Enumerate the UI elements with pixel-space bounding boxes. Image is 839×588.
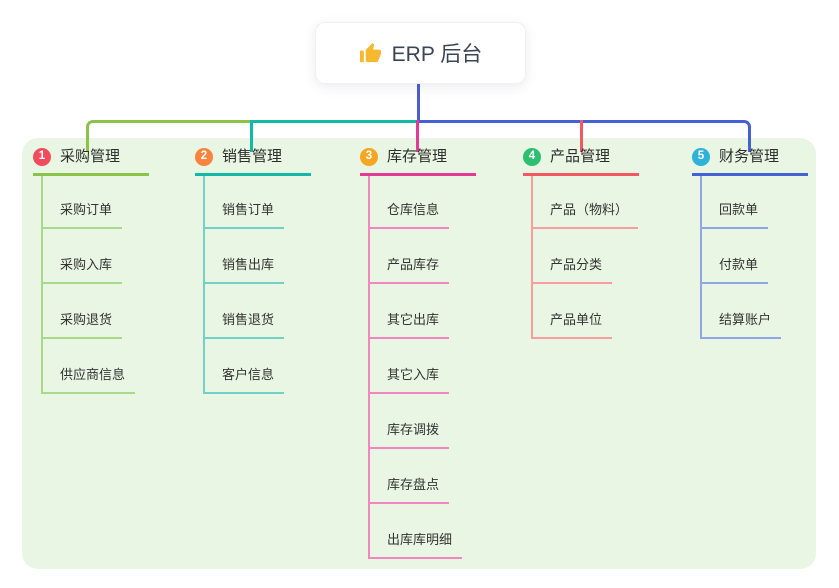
connector-root-stem xyxy=(417,82,420,123)
child-node[interactable]: 其它出库 xyxy=(370,284,450,339)
child-node[interactable]: 采购退货 xyxy=(43,284,123,339)
branch-column: 5 财务管理 回款单付款单结算账户 xyxy=(692,146,839,339)
branch-number-badge: 1 xyxy=(33,147,51,166)
branch-column: 1 采购管理 采购订单采购入库采购退货供应商信息 xyxy=(33,146,183,394)
child-node[interactable]: 采购入库 xyxy=(43,229,123,284)
child-node[interactable]: 客户信息 xyxy=(205,339,285,394)
child-node[interactable]: 产品库存 xyxy=(370,229,450,284)
branch-label: 销售管理 xyxy=(222,148,283,165)
mindmap-background-panel xyxy=(22,138,816,569)
connector-drop-sales xyxy=(250,120,253,152)
child-node[interactable]: 销售出库 xyxy=(205,229,285,284)
branch-node[interactable]: 3 库存管理 xyxy=(360,146,476,176)
branch-column: 2 销售管理 销售订单销售出库销售退货客户信息 xyxy=(195,146,345,394)
branch-column: 4 产品管理 产品（物料）产品分类产品单位 xyxy=(523,146,673,339)
branch-children: 回款单付款单结算账户 xyxy=(700,176,839,339)
branch-number-badge: 5 xyxy=(692,147,710,166)
branch-node[interactable]: 2 销售管理 xyxy=(195,146,311,176)
child-node[interactable]: 产品分类 xyxy=(533,229,613,284)
branch-children: 仓库信息产品库存其它出库其它入库库存调拨库存盘点出库库明细 xyxy=(368,176,510,559)
child-node[interactable]: 产品（物料） xyxy=(533,176,639,229)
branch-number-badge: 2 xyxy=(195,147,213,166)
branch-node[interactable]: 4 产品管理 xyxy=(523,146,639,176)
branch-number-badge: 4 xyxy=(523,147,541,166)
child-node[interactable]: 其它入库 xyxy=(370,339,450,394)
connector-drop-inventory xyxy=(416,120,419,152)
child-node[interactable]: 出库库明细 xyxy=(370,504,463,559)
connector-bus-right xyxy=(417,120,751,152)
branch-children: 采购订单采购入库采购退货供应商信息 xyxy=(41,176,183,394)
branch-children: 产品（物料）产品分类产品单位 xyxy=(531,176,673,339)
root-node-title: ERP 后台 xyxy=(391,43,483,66)
branch-label: 库存管理 xyxy=(387,148,448,165)
child-node[interactable]: 供应商信息 xyxy=(43,339,136,394)
thumbs-up-icon xyxy=(359,42,381,62)
child-node[interactable]: 库存盘点 xyxy=(370,449,450,504)
branch-label: 采购管理 xyxy=(60,148,121,165)
connector-bus-left xyxy=(86,120,252,152)
child-node[interactable]: 付款单 xyxy=(702,229,769,284)
branch-children: 销售订单销售出库销售退货客户信息 xyxy=(203,176,345,394)
child-node[interactable]: 结算账户 xyxy=(702,284,782,339)
child-node[interactable]: 采购订单 xyxy=(43,176,123,229)
branch-node[interactable]: 5 财务管理 xyxy=(692,146,808,176)
child-node[interactable]: 回款单 xyxy=(702,176,769,229)
branch-node[interactable]: 1 采购管理 xyxy=(33,146,149,176)
branch-number-badge: 3 xyxy=(360,147,378,166)
child-node[interactable]: 仓库信息 xyxy=(370,176,450,229)
branch-label: 财务管理 xyxy=(719,148,780,165)
branch-label: 产品管理 xyxy=(550,148,611,165)
child-node[interactable]: 销售订单 xyxy=(205,176,285,229)
connector-bus-mid xyxy=(250,120,418,123)
child-node[interactable]: 产品单位 xyxy=(533,284,613,339)
child-node[interactable]: 库存调拨 xyxy=(370,394,450,449)
child-node[interactable]: 销售退货 xyxy=(205,284,285,339)
root-node[interactable]: ERP 后台 xyxy=(315,22,526,84)
branch-column: 3 库存管理 仓库信息产品库存其它出库其它入库库存调拨库存盘点出库库明细 xyxy=(360,146,510,559)
connector-drop-product xyxy=(580,120,583,152)
